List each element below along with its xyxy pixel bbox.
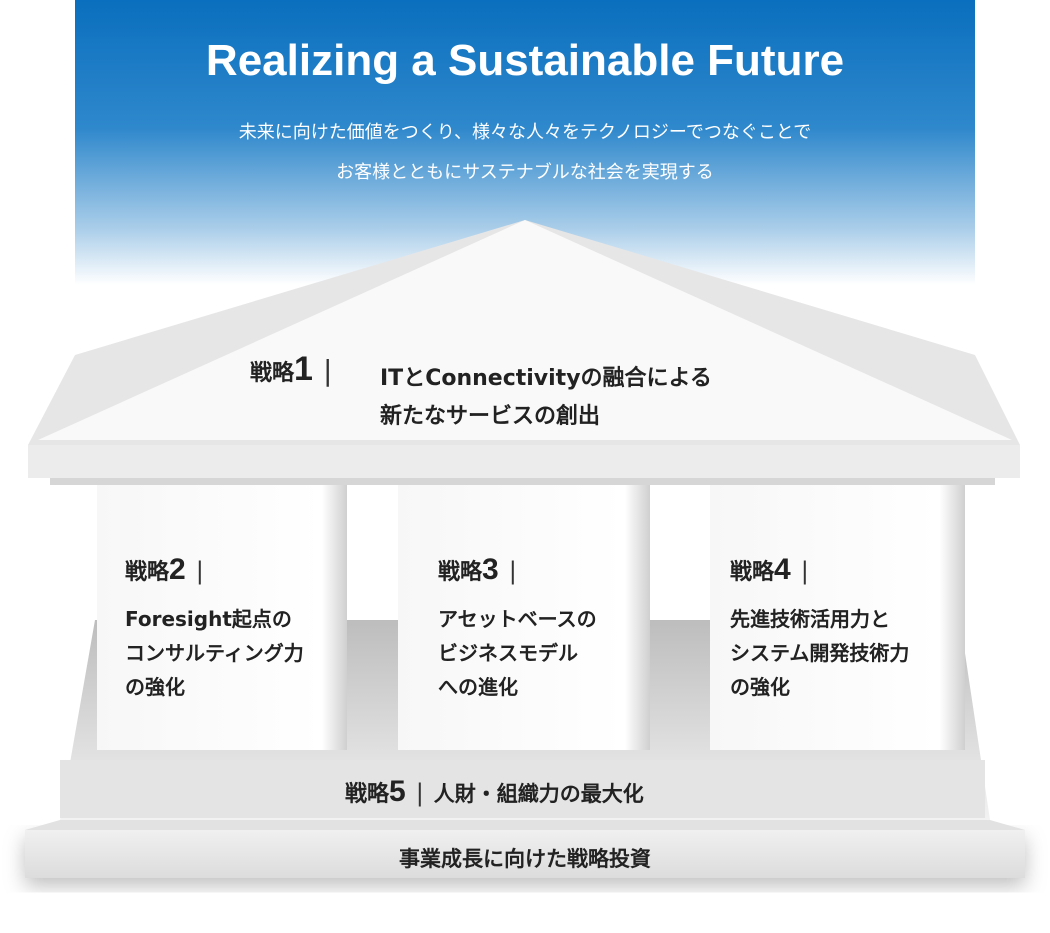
strategy-label: 戦略 bbox=[250, 361, 295, 386]
strategy-label: 戦略 bbox=[730, 560, 775, 585]
strategy-number: 1 bbox=[294, 350, 313, 388]
strategy-3-text: アセットベースの ビジネスモデル への進化 bbox=[438, 602, 597, 704]
strategy-number: 5 bbox=[389, 775, 406, 808]
strategy-label: 戦略 bbox=[438, 560, 483, 585]
strategy-1-line-2: 新たなサービスの創出 bbox=[380, 404, 601, 429]
strategy-1-line-1: ITとConnectivityの融合による bbox=[380, 366, 712, 391]
separator: | bbox=[322, 354, 333, 387]
column-2 bbox=[398, 484, 650, 750]
separator: | bbox=[195, 557, 204, 585]
column-3 bbox=[710, 484, 965, 750]
foundation-label: 事業成長に向けた戦略投資 bbox=[399, 847, 651, 871]
strategy-label: 戦略 bbox=[345, 782, 390, 807]
strategy-2-text: Foresight起点の コンサルティング力 の強化 bbox=[125, 602, 304, 704]
strategy-number: 2 bbox=[169, 553, 186, 586]
separator: | bbox=[508, 557, 517, 585]
text-line: Foresight起点の bbox=[125, 607, 292, 631]
foundation-step bbox=[25, 830, 1025, 878]
text-line: ビジネスモデル bbox=[438, 641, 578, 665]
text-line: の強化 bbox=[730, 675, 790, 699]
strategy-3-heading: 戦略3 | bbox=[438, 553, 527, 587]
strategy-label: 戦略 bbox=[125, 560, 170, 585]
subtitle-line-2: お客様とともにサステナブルな社会を実現する bbox=[336, 162, 714, 183]
strategy-2-heading: 戦略2 | bbox=[125, 553, 214, 587]
strategy-1-heading: 戦略1 | bbox=[250, 350, 342, 389]
subtitle-line-1: 未来に向けた価値をつくり、様々な人々をテクノロジーでつなぐことで bbox=[238, 122, 812, 143]
entablature bbox=[28, 445, 1020, 478]
text-line: への進化 bbox=[438, 675, 518, 699]
text-line: 先進技術活用力と bbox=[730, 607, 890, 631]
strategy-number: 3 bbox=[482, 553, 499, 586]
text-line: アセットベースの bbox=[438, 607, 597, 631]
strategy-5-heading: 戦略5 | 人財・組織力の最大化 bbox=[345, 775, 644, 809]
page-title: Realizing a Sustainable Future bbox=[205, 36, 845, 85]
strategy-4-text: 先進技術活用力と システム開発技術力 の強化 bbox=[730, 602, 909, 704]
text-line: の強化 bbox=[125, 675, 185, 699]
text-line: システム開発技術力 bbox=[730, 641, 910, 665]
strategy5-step bbox=[60, 760, 985, 818]
separator: | bbox=[415, 779, 424, 807]
separator: | bbox=[800, 557, 809, 585]
text-line: コンサルティング力 bbox=[125, 641, 304, 665]
column-1 bbox=[97, 484, 347, 750]
strategy-number: 4 bbox=[774, 553, 791, 586]
strategy-5-text: 人財・組織力の最大化 bbox=[433, 782, 644, 806]
strategy-4-heading: 戦略4 | bbox=[730, 553, 819, 587]
